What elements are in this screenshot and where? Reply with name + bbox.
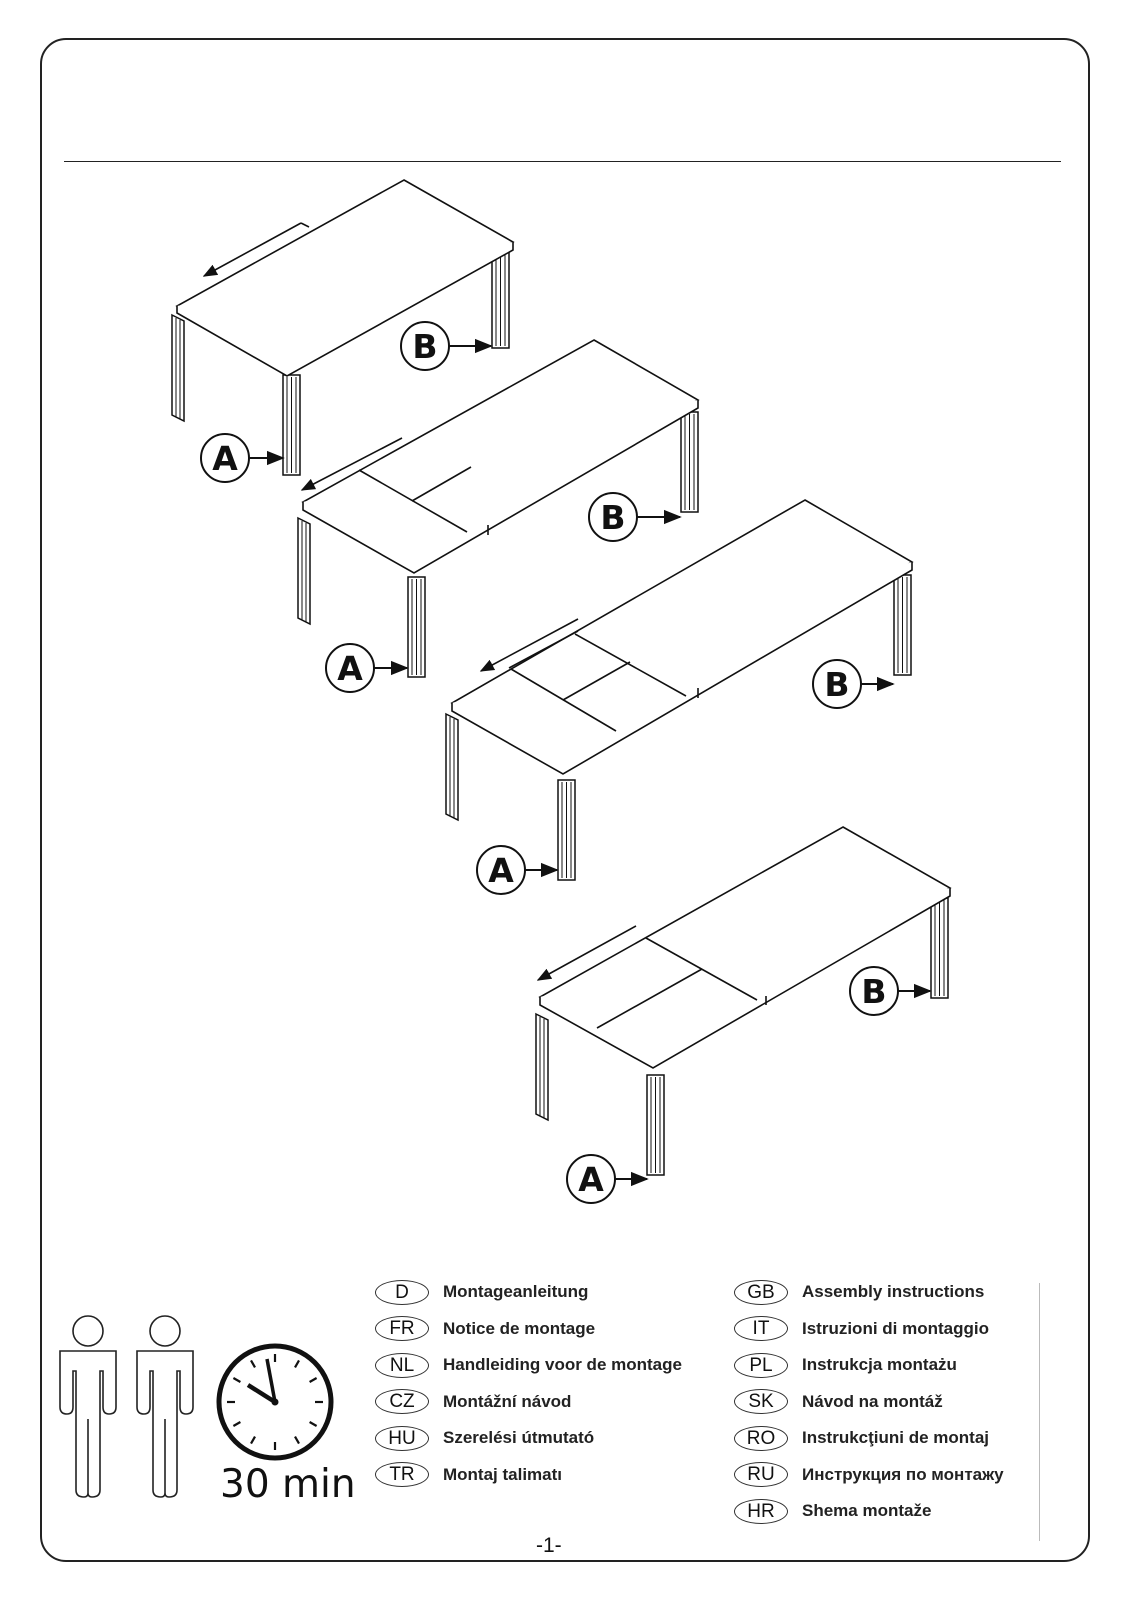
svg-text:A: A xyxy=(212,439,238,478)
clock-icon xyxy=(216,1343,334,1461)
language-label: Instrukcţiuni de montaj xyxy=(802,1428,990,1448)
svg-text:A: A xyxy=(488,851,514,890)
language-label: Instrukcja montażu xyxy=(802,1355,957,1375)
language-code: TR xyxy=(375,1462,429,1488)
language-code: NL xyxy=(375,1352,429,1378)
language-item: D Montageanleitung xyxy=(375,1274,682,1311)
callout-b: B xyxy=(849,966,932,1016)
language-label: Szerelési útmutató xyxy=(443,1428,595,1448)
person-icon xyxy=(136,1315,194,1498)
language-code: FR xyxy=(375,1316,429,1342)
divider xyxy=(1039,1283,1040,1541)
language-label: Montaj talimatı xyxy=(443,1464,563,1484)
svg-text:B: B xyxy=(412,327,437,366)
table-closed xyxy=(171,179,515,476)
language-code: CZ xyxy=(375,1389,429,1415)
language-label: Návod na montáž xyxy=(802,1391,943,1411)
language-code: IT xyxy=(734,1316,788,1342)
table-two-leaves xyxy=(445,499,914,881)
callout-a: A xyxy=(476,845,559,895)
language-item: CZ Montážní návod xyxy=(375,1384,682,1421)
language-item: PL Instrukcja montażu xyxy=(734,1347,1004,1384)
language-code: HU xyxy=(375,1425,429,1451)
language-item: SK Návod na montáž xyxy=(734,1384,1004,1421)
language-list-left: D Montageanleitung FR Notice de montage NL… xyxy=(375,1274,682,1493)
language-code: RU xyxy=(734,1462,788,1488)
svg-text:B: B xyxy=(824,665,849,704)
page-number: -1- xyxy=(536,1534,562,1557)
language-item: RO Instrukcţiuni de montaj xyxy=(734,1420,1004,1457)
table-one-leaf xyxy=(297,339,700,678)
language-item: NL Handleiding voor de montage xyxy=(375,1347,682,1384)
language-item: TR Montaj talimatı xyxy=(375,1457,682,1494)
language-code: D xyxy=(375,1279,429,1305)
callout-a: A xyxy=(200,433,285,483)
callout-b: B xyxy=(588,492,682,542)
language-item: RU Инструкция по монтажу xyxy=(734,1457,1004,1494)
person-icon xyxy=(59,1315,117,1498)
language-code: RO xyxy=(734,1425,788,1451)
callout-a: A xyxy=(566,1154,649,1204)
language-item: FR Notice de montage xyxy=(375,1311,682,1348)
svg-text:A: A xyxy=(578,1160,604,1199)
language-item: IT Istruzioni di montaggio xyxy=(734,1311,1004,1348)
svg-text:B: B xyxy=(600,498,625,537)
page-frame xyxy=(40,38,1090,1562)
svg-text:A: A xyxy=(337,649,363,688)
language-label: Montážní návod xyxy=(443,1391,572,1411)
callout-a: A xyxy=(325,643,409,693)
language-code: HR xyxy=(734,1498,788,1524)
language-label: Assembly instructions xyxy=(802,1282,985,1302)
assembly-duration: 30 min xyxy=(220,1462,356,1507)
callout-b: B xyxy=(812,659,895,709)
language-code: SK xyxy=(734,1389,788,1415)
language-label: Montageanleitung xyxy=(443,1282,589,1302)
language-item: HU Szerelési útmutató xyxy=(375,1420,682,1457)
language-label: Инструкция по монтажу xyxy=(802,1464,1004,1484)
header-rule xyxy=(64,161,1061,162)
svg-text:B: B xyxy=(861,972,886,1011)
language-label: Handleiding voor de montage xyxy=(443,1355,682,1375)
language-label: Shema montaže xyxy=(802,1501,932,1521)
language-code: GB xyxy=(734,1279,788,1305)
language-list-right: GB Assembly instructions IT Istruzioni di … xyxy=(734,1274,1004,1530)
table-leaf-folded xyxy=(535,826,952,1176)
language-item: HR Shema montaže xyxy=(734,1493,1004,1530)
language-label: Notice de montage xyxy=(443,1318,596,1338)
language-item: GB Assembly instructions xyxy=(734,1274,1004,1311)
callout-b: B xyxy=(400,321,493,371)
language-code: PL xyxy=(734,1352,788,1378)
language-label: Istruzioni di montaggio xyxy=(802,1318,989,1338)
